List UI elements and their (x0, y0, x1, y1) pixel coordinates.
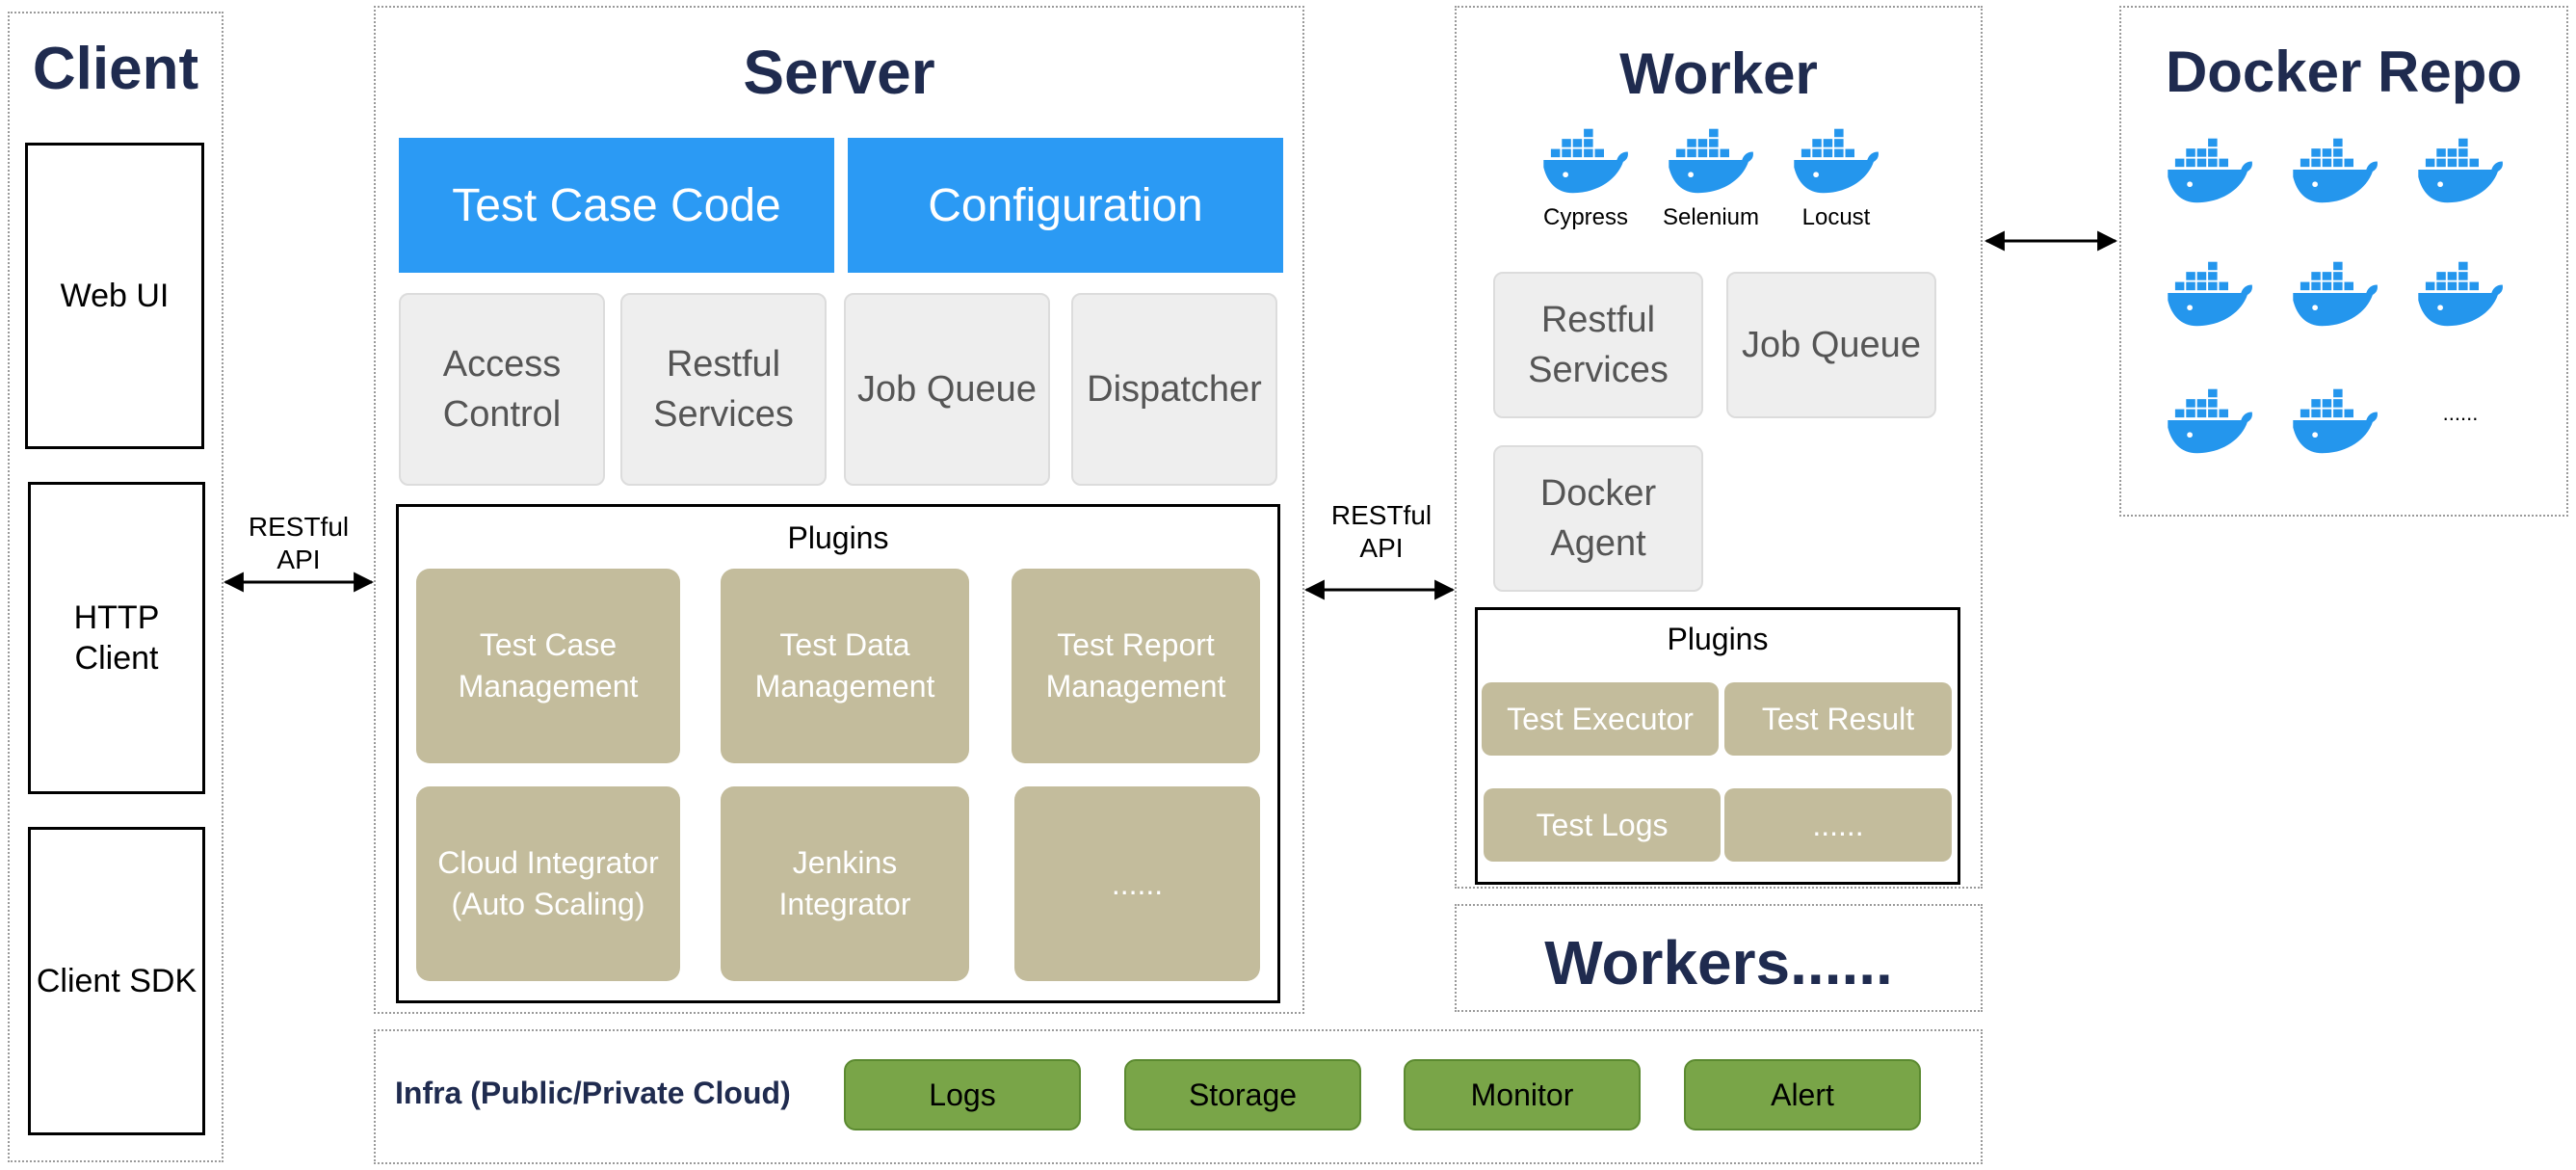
client-server-api-label: RESTful API (248, 512, 350, 574)
docker-whale-icon-selenium (1665, 123, 1757, 197)
infra-alert: Alert (1684, 1059, 1921, 1130)
plugin-cloud-integrator: Cloud Integrator (Auto Scaling) (416, 786, 680, 981)
configuration-box: Configuration (848, 138, 1283, 273)
infra-storage: Storage (1124, 1059, 1361, 1130)
server-plugins-frame: Plugins (396, 504, 1280, 1003)
server-panel: Server (374, 6, 1304, 1014)
worker-title: Worker (1619, 41, 1818, 106)
infra-monitor: Monitor (1404, 1059, 1641, 1130)
server-plugins-title: Plugins (787, 520, 889, 555)
worker-plugins-frame: Plugins (1475, 607, 1960, 885)
client-panel: Client (8, 12, 223, 1162)
client-item-web-ui: Web UI (25, 143, 204, 449)
docker-whale-icon (2164, 384, 2256, 457)
infra-panel (374, 1029, 1983, 1164)
client-item-http-client: HTTP Client (28, 482, 205, 794)
more-workers-label: Workers...... (1544, 928, 1893, 997)
server-restful-services-box: Restful Services (620, 293, 827, 486)
plugin-test-data-management: Test Data Management (721, 569, 969, 763)
docker-whale-icon-locust (1790, 123, 1882, 197)
worker-plugin-test-result: Test Result (1724, 682, 1952, 756)
docker-agent-box: Docker Agent (1493, 445, 1703, 592)
plugin-test-case-management: Test Case Management (416, 569, 680, 763)
docker-whale-icon (2289, 256, 2381, 330)
docker-whale-icon (2164, 133, 2256, 206)
docker-repo-ellipsis: ...... (2442, 401, 2479, 425)
server-job-queue-box: Job Queue (844, 293, 1050, 486)
infra-logs: Logs (844, 1059, 1081, 1130)
worker-plugins-title: Plugins (1667, 622, 1769, 656)
plugin-jenkins-integrator: Jenkins Integrator (721, 786, 969, 981)
worker-job-queue-box: Job Queue (1726, 272, 1936, 418)
test-case-code-box: Test Case Code (399, 138, 834, 273)
more-workers-panel: Workers...... (1455, 904, 1983, 1012)
docker-whale-icon (2414, 133, 2507, 206)
docker-whale-icon (2289, 384, 2381, 457)
docker-whale-icon (2289, 133, 2381, 206)
client-item-client-sdk: Client SDK (28, 827, 205, 1135)
worker-plugin-test-executor: Test Executor (1482, 682, 1719, 756)
infra-label: Infra (Public/Private Cloud) (395, 1076, 791, 1110)
server-title: Server (743, 38, 935, 107)
plugin-test-report-management: Test Report Management (1012, 569, 1260, 763)
access-control-box: Access Control (399, 293, 605, 486)
worker-panel: Worker (1455, 6, 1983, 889)
server-worker-api-label: RESTful API (1330, 500, 1433, 563)
docker-repo-title: Docker Repo (2165, 40, 2523, 104)
worker-plugin-test-logs: Test Logs (1484, 788, 1721, 862)
dispatcher-box: Dispatcher (1071, 293, 1277, 486)
client-title: Client (32, 36, 199, 102)
worker-restful-services-box: Restful Services (1493, 272, 1703, 418)
docker-whale-icon (2164, 256, 2256, 330)
docker-repo-panel: Docker Repo (2119, 6, 2568, 517)
docker-label-selenium: Selenium (1662, 204, 1760, 230)
docker-label-cypress: Cypress (1542, 204, 1629, 230)
docker-whale-icon (2414, 256, 2507, 330)
docker-whale-icon-cypress (1539, 123, 1632, 197)
plugin-more: ...... (1014, 786, 1260, 981)
docker-label-locust: Locust (1801, 204, 1871, 230)
worker-plugin-more: ...... (1724, 788, 1952, 862)
